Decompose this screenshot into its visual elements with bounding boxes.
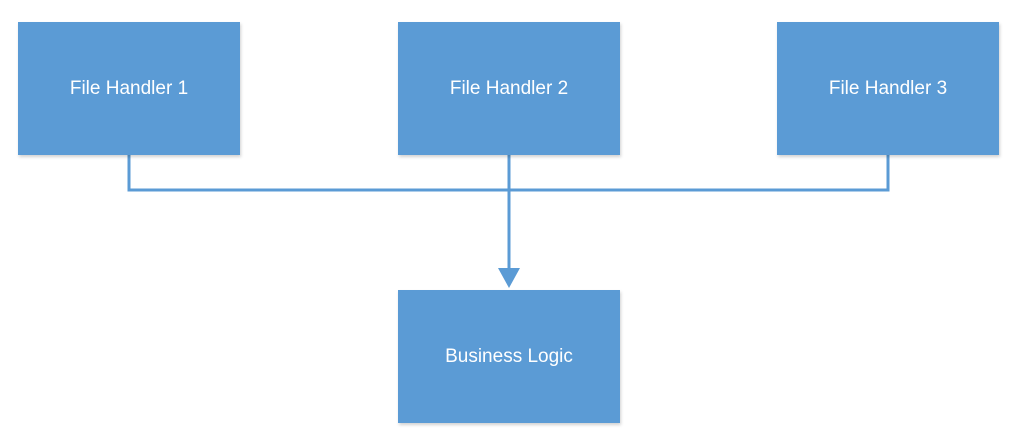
file-handler-3-node: File Handler 3	[777, 22, 999, 155]
file-handler-1-label: File Handler 1	[69, 77, 189, 99]
business-logic-node: Business Logic	[398, 290, 620, 423]
file-handler-1-node: File Handler 1	[18, 22, 240, 155]
connector-fh3	[509, 155, 890, 192]
file-handler-2-label: File Handler 2	[449, 77, 569, 99]
arrowhead-down	[498, 268, 520, 288]
business-logic-label: Business Logic	[445, 345, 573, 367]
connector-fh1	[127, 155, 509, 192]
file-handler-2-node: File Handler 2	[398, 22, 620, 155]
file-handler-3-label: File Handler 3	[828, 77, 948, 99]
